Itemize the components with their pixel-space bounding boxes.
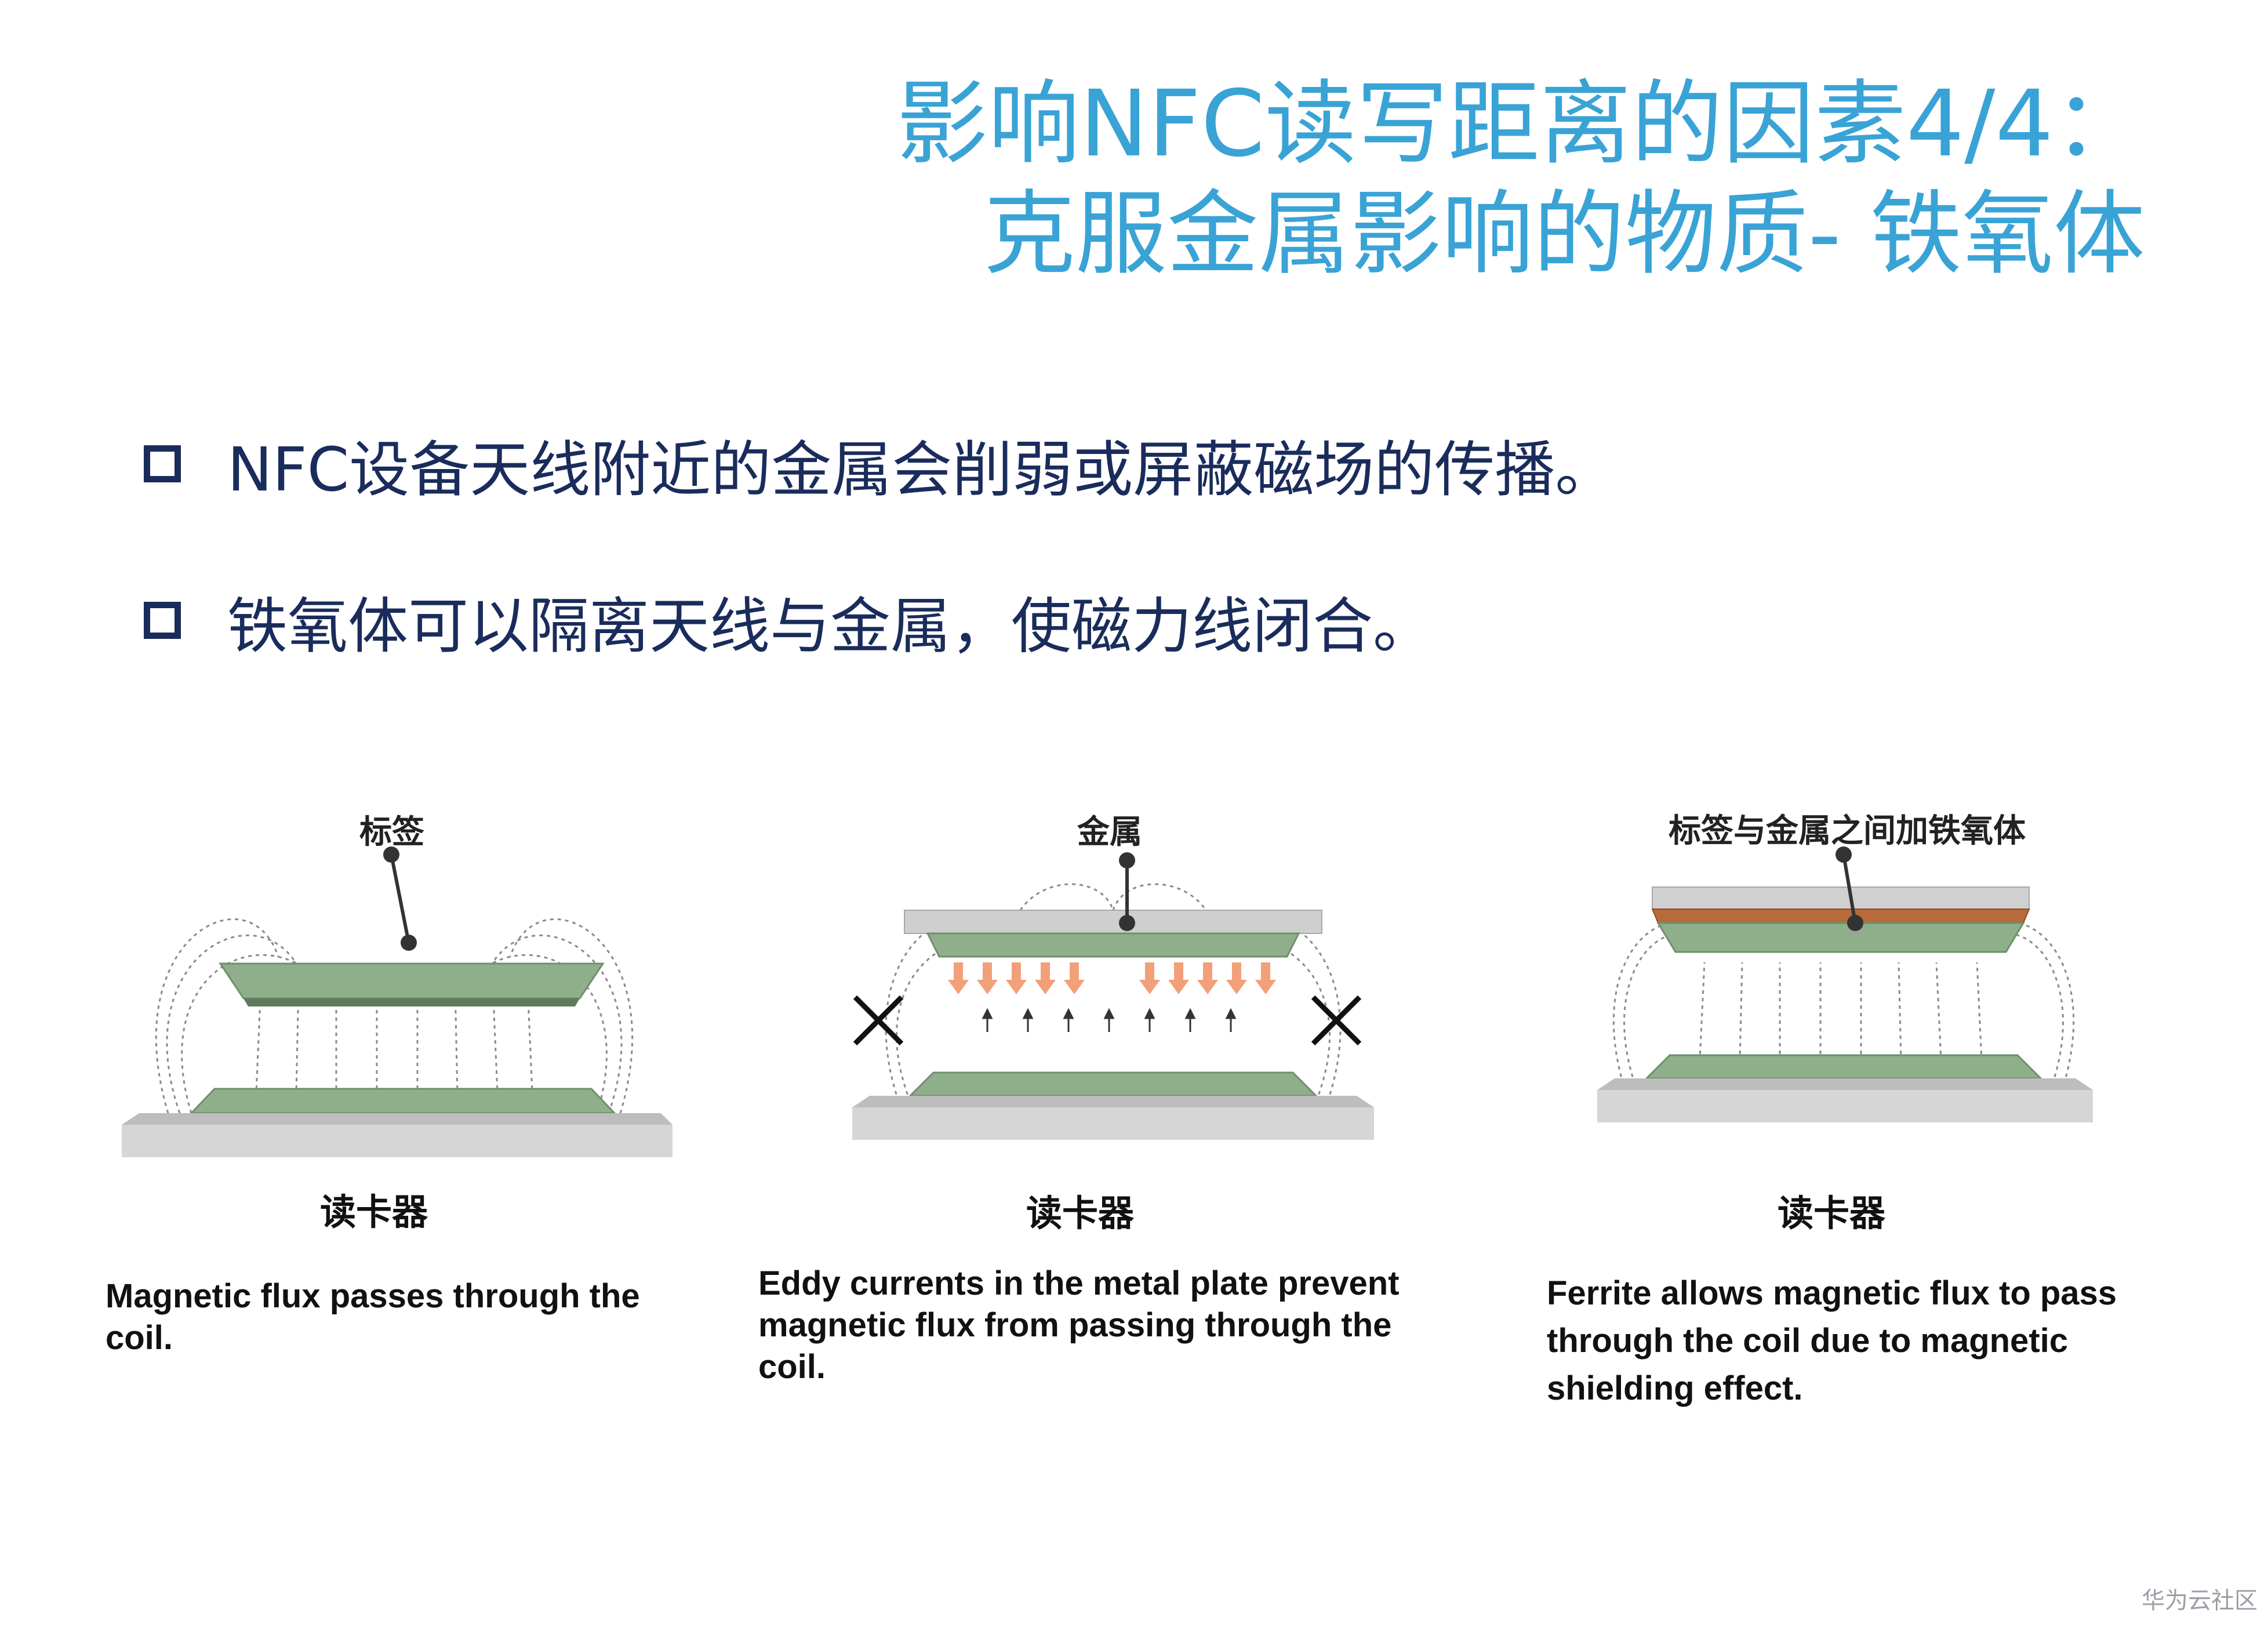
flux-lines <box>155 918 633 1120</box>
arrow-down-icon <box>1064 962 1085 994</box>
pin-icon <box>1836 846 1852 863</box>
metal-label: 金属 <box>1077 813 1142 851</box>
arrow-down-icon <box>948 962 969 994</box>
ferrite-label: 标签与金属之间加铁氧体 <box>1669 812 2026 850</box>
diagram-metal-reader-illustration <box>852 852 1374 1140</box>
footer-watermark: 华为云社区 <box>2142 1587 2258 1614</box>
caption-1: Magnetic flux passes through the coil. <box>106 1277 640 1357</box>
blocked-flux-arrows <box>982 1008 1237 1032</box>
pin-line <box>390 854 410 943</box>
reader-base <box>122 1125 673 1157</box>
flux-lines <box>1612 920 2075 1085</box>
arrow-up-icon <box>1063 1008 1074 1019</box>
pin-icon <box>1119 915 1135 931</box>
bullet-item: NFC设备天线附近的金属会削弱或屏蔽磁场的传播。 <box>144 423 1615 505</box>
tag-antenna <box>1656 922 2025 953</box>
tag-antenna-edge <box>243 998 580 1006</box>
arrow-down-icon <box>1139 962 1160 994</box>
checkbox-icon <box>144 445 181 482</box>
reader-base-top <box>1597 1078 2093 1090</box>
reader-base-top <box>122 1113 673 1125</box>
diagram-ferrite-reader-illustration <box>1597 846 2093 1122</box>
reader-base-top <box>852 1096 1374 1107</box>
tag-antenna <box>926 932 1300 958</box>
reader-antenna <box>1644 1054 2043 1080</box>
diagram-tag-reader-illustration <box>122 846 673 1157</box>
metal-plate <box>1652 886 2030 910</box>
diagram-ferrite-reader: 标签与金属之间加铁氧体 读卡器 <box>1583 788 2105 1234</box>
bullet-text: 铁氧体可以隔离天线与金属，使磁力线闭合。 <box>227 590 1434 662</box>
reader-antenna <box>908 1071 1318 1097</box>
bullet-text: NFC设备天线附近的金属会削弱或屏蔽磁场的传播。 <box>227 434 1616 505</box>
arrow-down-icon <box>1006 962 1027 994</box>
reader-base <box>1597 1090 2093 1122</box>
title-line-1: 影响NFC读写距离的因素4/4： <box>896 71 2145 177</box>
arrow-down-icon <box>1255 962 1276 994</box>
pin-line <box>1842 854 1857 924</box>
metal-plate <box>904 910 1322 934</box>
reader-label: 读卡器 <box>320 1191 428 1233</box>
arrow-down-icon <box>1197 962 1218 994</box>
arrow-up-icon <box>1225 1008 1237 1019</box>
arrow-up-icon <box>1022 1008 1034 1019</box>
arrow-up-icon <box>1103 1008 1115 1019</box>
tag-label: 标签 <box>359 813 424 851</box>
pin-icon <box>383 846 399 863</box>
cross-icon <box>853 995 904 1046</box>
reader-base <box>852 1107 1374 1140</box>
eddy-current-arrows <box>948 962 1276 994</box>
tag-antenna <box>219 962 605 1000</box>
reader-label: 读卡器 <box>1026 1192 1135 1234</box>
diagram-metal-reader: 金属 读卡器 <box>835 788 1391 1234</box>
title-line-2: 克服金属影响的物质- 铁氧体 <box>983 181 2145 288</box>
arrow-down-icon <box>1226 962 1247 994</box>
reader-label: 读卡器 <box>1778 1192 1886 1234</box>
cross-icon <box>1311 995 1362 1046</box>
caption-2: Eddy currents in the metal plate prevent… <box>758 1264 1400 1386</box>
pin-icon <box>401 935 417 951</box>
caption-3: Ferrite allows magnetic flux to pass thr… <box>1547 1274 2117 1407</box>
bullet-item: 铁氧体可以隔离天线与金属，使磁力线闭合。 <box>144 580 1434 662</box>
arrow-down-icon <box>1168 962 1189 994</box>
arrow-up-icon <box>982 1008 993 1019</box>
ferrite-sheet <box>1651 909 2030 924</box>
reader-antenna <box>189 1088 617 1114</box>
diagram-tag-reader: 标签 读卡器 <box>104 788 684 1233</box>
arrow-up-icon <box>1184 1008 1196 1019</box>
arrow-up-icon <box>1144 1008 1155 1019</box>
pin-icon <box>1119 852 1135 868</box>
arrow-down-icon <box>1035 962 1056 994</box>
pin-icon <box>1847 915 1863 931</box>
arrow-down-icon <box>977 962 998 994</box>
checkbox-icon <box>144 602 181 639</box>
